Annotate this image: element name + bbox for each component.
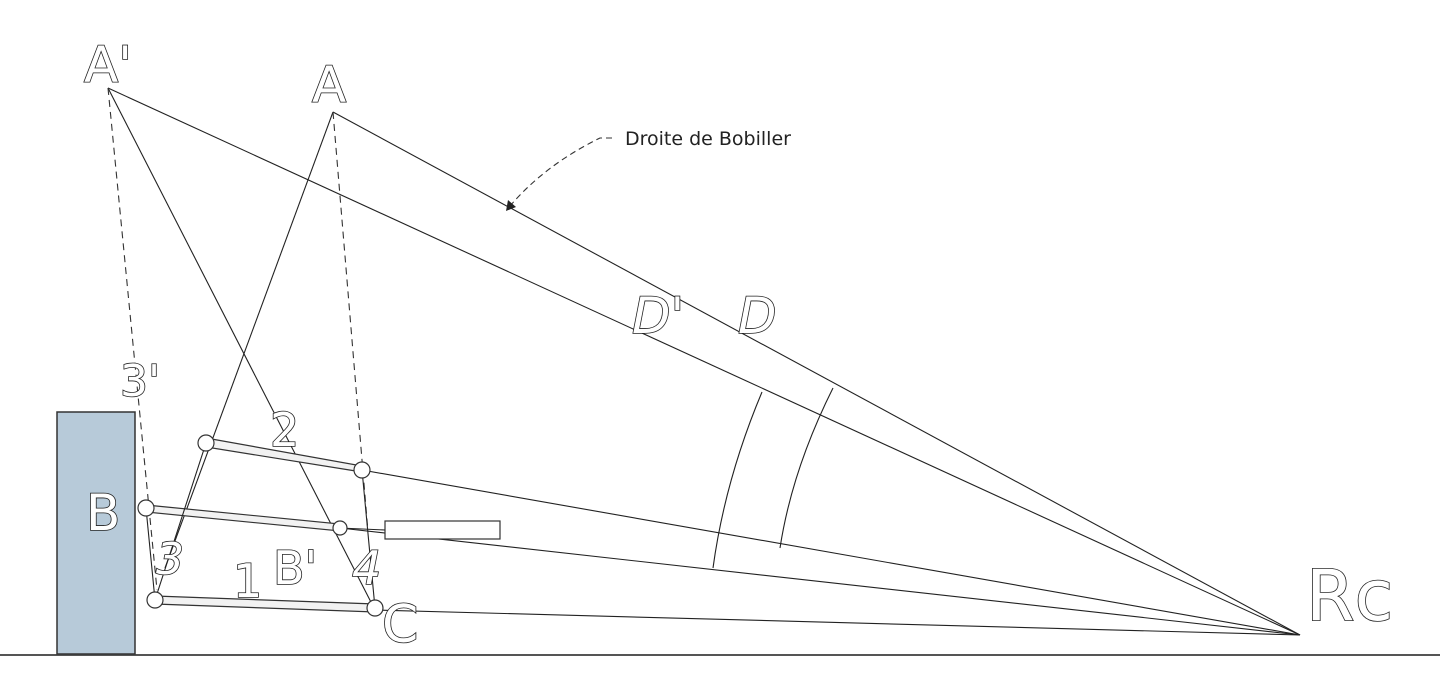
- label-two: 2: [270, 403, 299, 457]
- fixed-frame-block: [56, 411, 136, 655]
- label-a: A: [312, 56, 346, 114]
- joint-2-left: [197, 434, 215, 452]
- label-three-prime: 3': [120, 356, 160, 407]
- label-four: 4: [352, 541, 381, 595]
- annotation-text: Droite de Bobiller: [625, 128, 791, 150]
- label-d-prime: D': [632, 287, 684, 345]
- label-three: 3: [156, 534, 184, 585]
- annotation-leader: [509, 137, 612, 207]
- link-3-left: [145, 507, 156, 601]
- line-b-to-rc: [339, 527, 1301, 636]
- joint-b: [137, 499, 155, 517]
- bobillier-line-a-prime: [107, 87, 1301, 636]
- line-2-to-rc: [361, 469, 1301, 636]
- label-a-prime: A': [84, 36, 132, 94]
- label-one: 1: [233, 554, 262, 608]
- arc-d-prime: [712, 391, 763, 569]
- bar-b: [145, 504, 341, 532]
- slider-block: [384, 520, 501, 540]
- joint-c: [366, 599, 384, 617]
- label-b: B: [86, 484, 120, 542]
- line-c-to-rc: [374, 609, 1301, 636]
- annotation-arrowhead: [506, 200, 516, 211]
- bar-1: [154, 595, 376, 613]
- joint-1-left: [146, 591, 164, 609]
- link-4-right: [361, 469, 376, 609]
- bobillier-line-a: [332, 111, 1301, 636]
- label-d: D: [738, 287, 777, 345]
- arc-d: [779, 387, 834, 549]
- label-c: C: [382, 595, 418, 655]
- joint-2-right: [353, 461, 371, 479]
- label-b-prime: B': [273, 541, 317, 595]
- label-rc: Rc: [1306, 555, 1393, 637]
- link-3-upper: [154, 442, 207, 601]
- joint-b-prime: [332, 520, 348, 536]
- line-a-to-3: [164, 111, 334, 569]
